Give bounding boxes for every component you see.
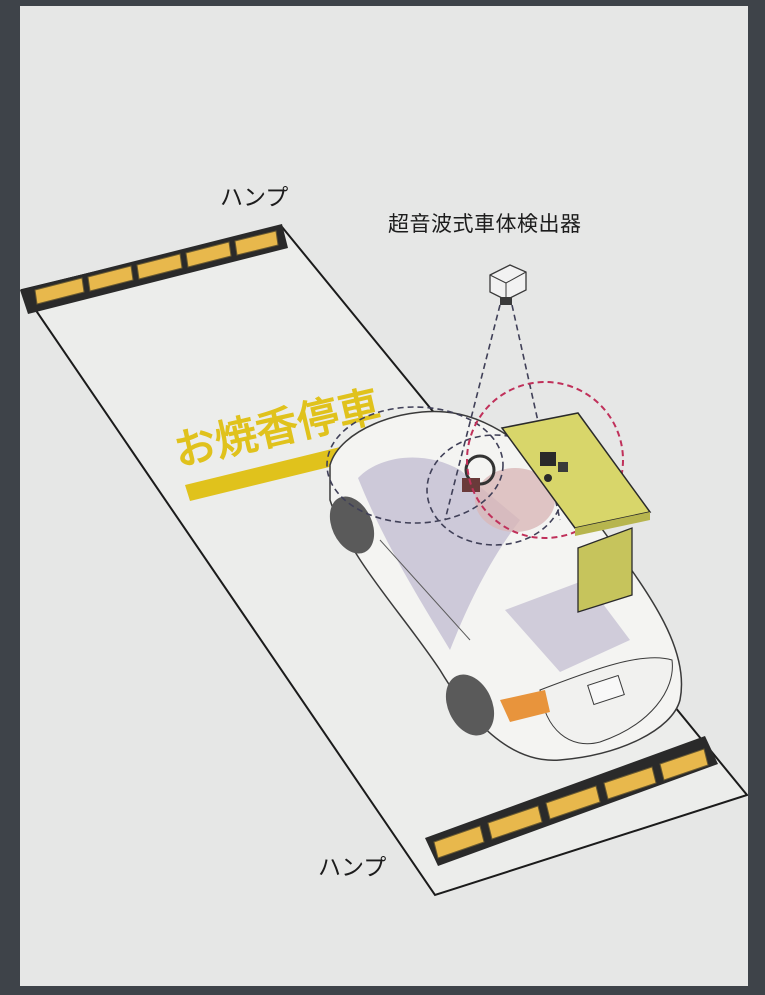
hump-bottom-label: ハンプ <box>318 855 387 881</box>
pay-station <box>500 412 652 613</box>
hump-top-icon <box>20 224 288 314</box>
hump-bottom-icon <box>425 736 718 866</box>
detection-circle <box>466 381 624 539</box>
detector-label: 超音波式車体検出器 <box>388 212 582 236</box>
hump-top-label: ハンプ <box>220 185 289 211</box>
ultrasonic-detector-icon <box>489 264 527 305</box>
